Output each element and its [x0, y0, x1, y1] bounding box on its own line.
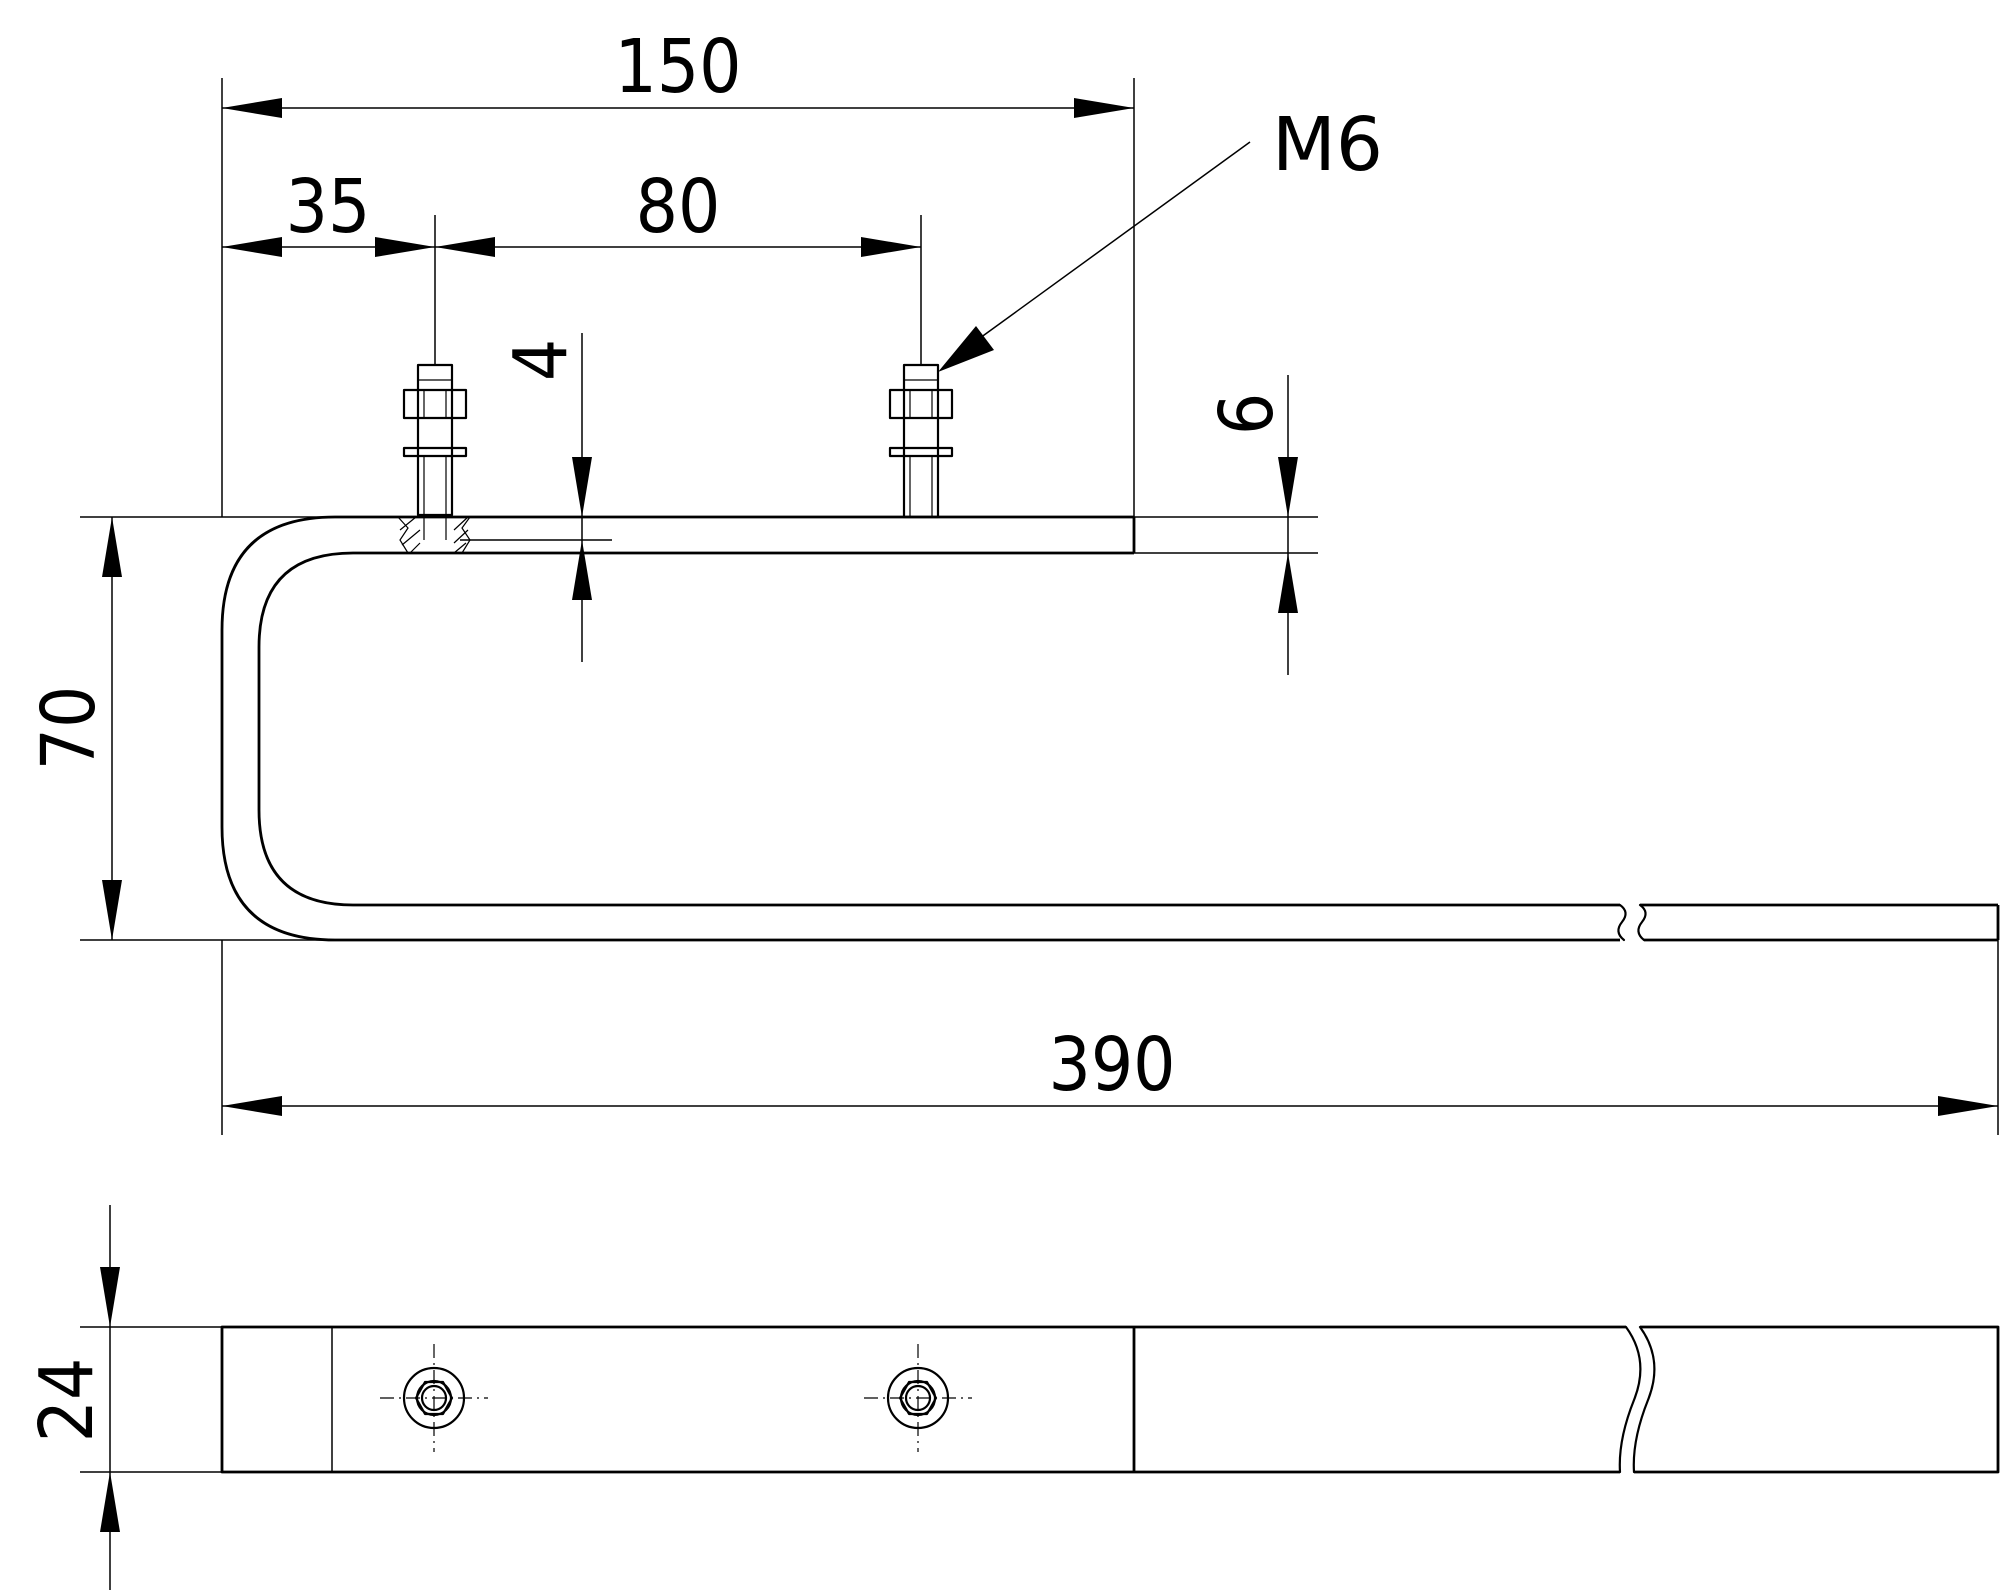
nut-plan-right	[864, 1344, 972, 1452]
nut-right	[888, 388, 954, 420]
bar-outer-contour	[220, 515, 1620, 942]
stud-left	[397, 363, 471, 554]
dim-24-label: 24	[24, 1358, 110, 1443]
dim-4-label: 4	[498, 339, 584, 381]
top-break-right	[1632, 1325, 1656, 1474]
nut-left	[402, 388, 468, 420]
side-view	[220, 363, 2000, 942]
nut-plan-left	[380, 1344, 488, 1452]
dim-6: 6	[1134, 375, 1318, 675]
bar-top-outline-right	[1634, 1325, 2000, 1474]
dim-4: 4	[460, 333, 612, 662]
break-line-right	[1637, 903, 1647, 942]
dim-35-80: 35 80	[222, 164, 922, 365]
dim-6-label: 6	[1204, 393, 1290, 435]
dim-390: 390	[221, 940, 1999, 1135]
bar-top-outline-left	[220, 1325, 1626, 1474]
dim-70-label: 70	[26, 686, 112, 771]
dim-150-label: 150	[614, 24, 741, 110]
dim-24: 24	[24, 1205, 222, 1590]
weld-left	[397, 516, 471, 554]
leader-m6: M6	[938, 102, 1383, 372]
top-view	[220, 1325, 2000, 1474]
bar-inner-contour	[257, 551, 1620, 907]
thread-label: M6	[1272, 102, 1383, 188]
dim-150: 150	[221, 24, 1135, 517]
washer-right	[888, 446, 954, 458]
washer-left	[402, 446, 468, 458]
dim-35-label: 35	[286, 164, 371, 250]
stud-right	[888, 363, 954, 519]
dim-80-label: 80	[636, 164, 721, 250]
break-line-left	[1617, 903, 1627, 942]
dim-70: 70	[26, 516, 335, 941]
dim-390-label: 390	[1048, 1022, 1175, 1108]
top-break-left	[1618, 1325, 1642, 1474]
